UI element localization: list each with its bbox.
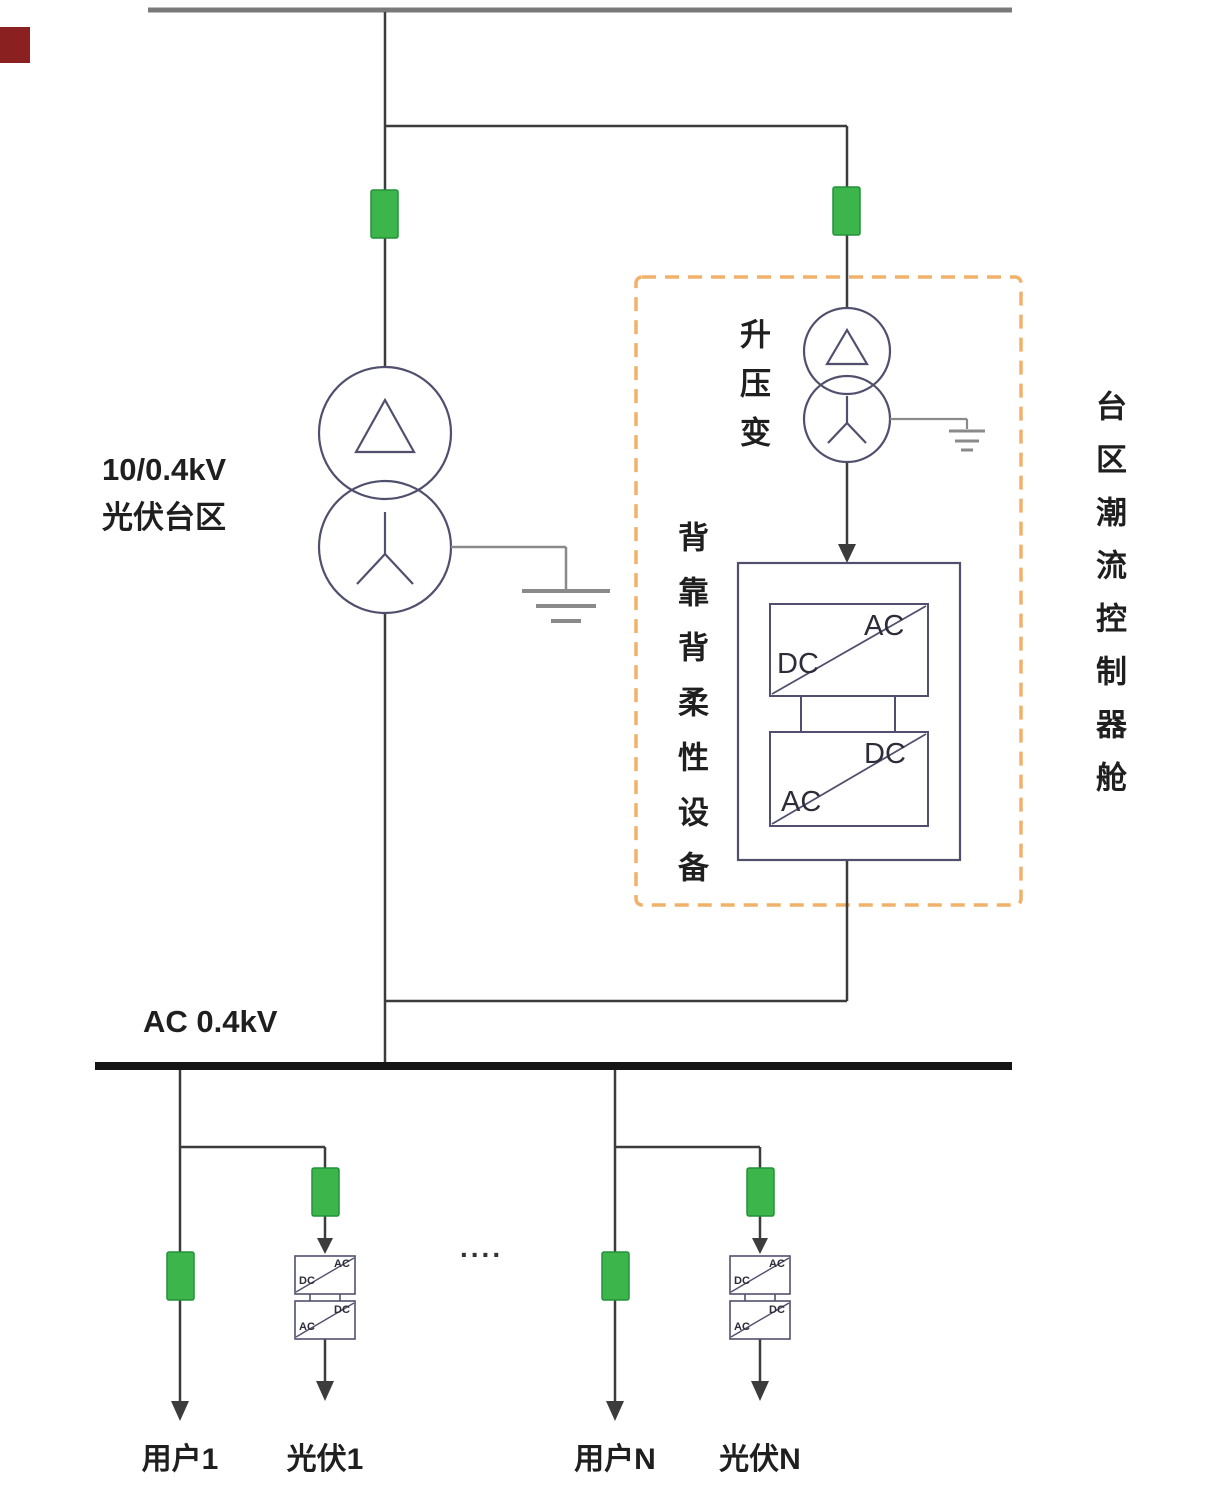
feeder-label-user1: 用户1 — [141, 1443, 219, 1476]
back-to-back-label: 背靠背柔性设备 — [673, 521, 708, 906]
converter-top-dc-label: DC — [777, 648, 819, 680]
corner-mark — [0, 27, 30, 63]
right-ground — [890, 417, 985, 452]
wye-symbol — [827, 396, 867, 444]
cabin-label: 台区潮流控制器舱 — [1091, 390, 1126, 814]
arrow-down-icon — [171, 1401, 189, 1421]
converter-bottom-ac-label: AC — [781, 786, 822, 818]
wye-symbol — [356, 512, 414, 585]
arrow-down-icon — [606, 1401, 624, 1421]
pvN-conv2-dc-label: DC — [769, 1304, 785, 1316]
pvN-conv1-dc-label: DC — [734, 1275, 750, 1287]
converter-block-bottom — [769, 731, 929, 827]
breaker-user1 — [166, 1251, 195, 1301]
pvN-conv1-ac-label: AC — [769, 1258, 785, 1270]
converter-top-ac-label: AC — [864, 610, 905, 642]
arrow-down-icon — [838, 544, 856, 563]
pv1-conv1-ac-label: AC — [334, 1258, 350, 1270]
boost-transformer — [802, 306, 892, 464]
converter-diagonal — [771, 733, 927, 825]
feeder-group-1-breakers — [166, 1167, 340, 1301]
feeder-label-pv1: 光伏1 — [286, 1443, 364, 1476]
breaker-pvN — [746, 1167, 775, 1217]
delta-symbol — [825, 327, 869, 366]
converter-block-top — [769, 603, 929, 697]
pv-area-transformer — [317, 365, 453, 615]
feeder-group-1-arrows — [171, 1238, 334, 1421]
feeder-group-2-breakers — [601, 1167, 775, 1301]
pv1-conv2-ac-label: AC — [299, 1321, 315, 1333]
arrow-down-icon — [316, 1381, 334, 1401]
feeder-group-2-lines — [613, 1070, 762, 1402]
breaker-userN — [601, 1251, 630, 1301]
arrow-down-icon — [752, 1238, 768, 1254]
delta-symbol — [354, 397, 416, 454]
controller-cabin-dashed-box — [634, 275, 1023, 907]
converter-diagonal — [771, 605, 927, 695]
converter-bottom-dc-label: DC — [864, 738, 906, 770]
feeder-group-1-lines — [178, 1070, 327, 1402]
pv-area-label-line1: 10/0.4kV — [102, 452, 227, 487]
pv1-converter — [294, 1255, 356, 1340]
dc-link-lines — [800, 696, 896, 732]
transformer-primary-winding — [317, 365, 453, 501]
ground-symbol — [522, 589, 610, 623]
left-ground — [451, 545, 610, 623]
breaker-pv1 — [311, 1167, 340, 1217]
pvN-conv2-ac-label: AC — [734, 1321, 750, 1333]
arrow-down-icon — [317, 1238, 333, 1254]
breaker-left — [370, 189, 399, 239]
pv1-conv2-dc-label: DC — [334, 1304, 350, 1316]
boost-primary-winding — [802, 306, 892, 396]
feeder-label-userN: 用户N — [574, 1443, 656, 1476]
pvN-converter — [729, 1255, 791, 1340]
feeder-group-2-arrows — [606, 1238, 769, 1421]
ac-bus-label: AC 0.4kV — [143, 1004, 278, 1039]
breaker-right — [832, 186, 861, 236]
pv-area-label-line2: 光伏台区 — [102, 500, 226, 535]
arrow-down-icon — [751, 1381, 769, 1401]
breakers-upper — [370, 186, 861, 239]
boost-transformer-label: 升压变 — [735, 318, 770, 465]
pv1-conv1-dc-label: DC — [299, 1275, 315, 1287]
pv-area-label: 10/0.4kV 光伏台区 — [102, 446, 226, 542]
ground-symbol — [949, 429, 985, 452]
feeder-label-pvN: 光伏N — [719, 1443, 801, 1476]
more-feeders-dots: .... — [460, 1232, 504, 1263]
